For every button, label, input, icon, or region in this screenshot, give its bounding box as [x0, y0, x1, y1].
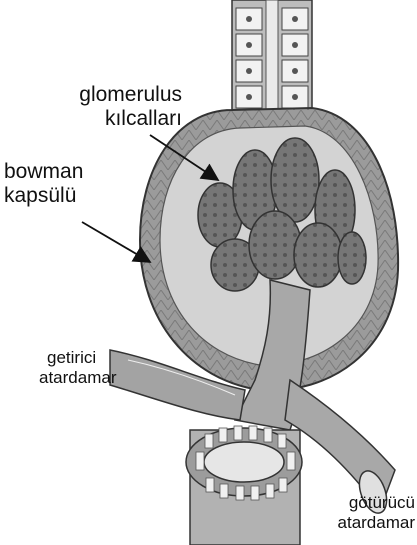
- bowman-label-line1: bowman: [4, 160, 83, 184]
- bowman-label: bowman kapsülü: [4, 160, 83, 208]
- glomerulus-label-line2: kılcalları: [90, 107, 182, 131]
- efferent-label-line1: götürücü: [315, 493, 415, 513]
- distal-tubule: [186, 426, 302, 545]
- efferent-arteriole-label: götürücü atardamar: [315, 493, 415, 532]
- afferent-arteriole-label: getirici atardamar: [47, 348, 116, 387]
- afferent-label-line1: getirici: [47, 348, 116, 368]
- glomerulus-label: glomerulus kılcalları: [52, 83, 182, 131]
- afferent-label-line2: atardamar: [39, 368, 116, 388]
- glomerulus-label-line1: glomerulus: [52, 83, 182, 107]
- bowman-label-line2: kapsülü: [4, 184, 83, 208]
- proximal-tubule: [232, 0, 312, 120]
- efferent-label-line2: atardamar: [315, 513, 415, 533]
